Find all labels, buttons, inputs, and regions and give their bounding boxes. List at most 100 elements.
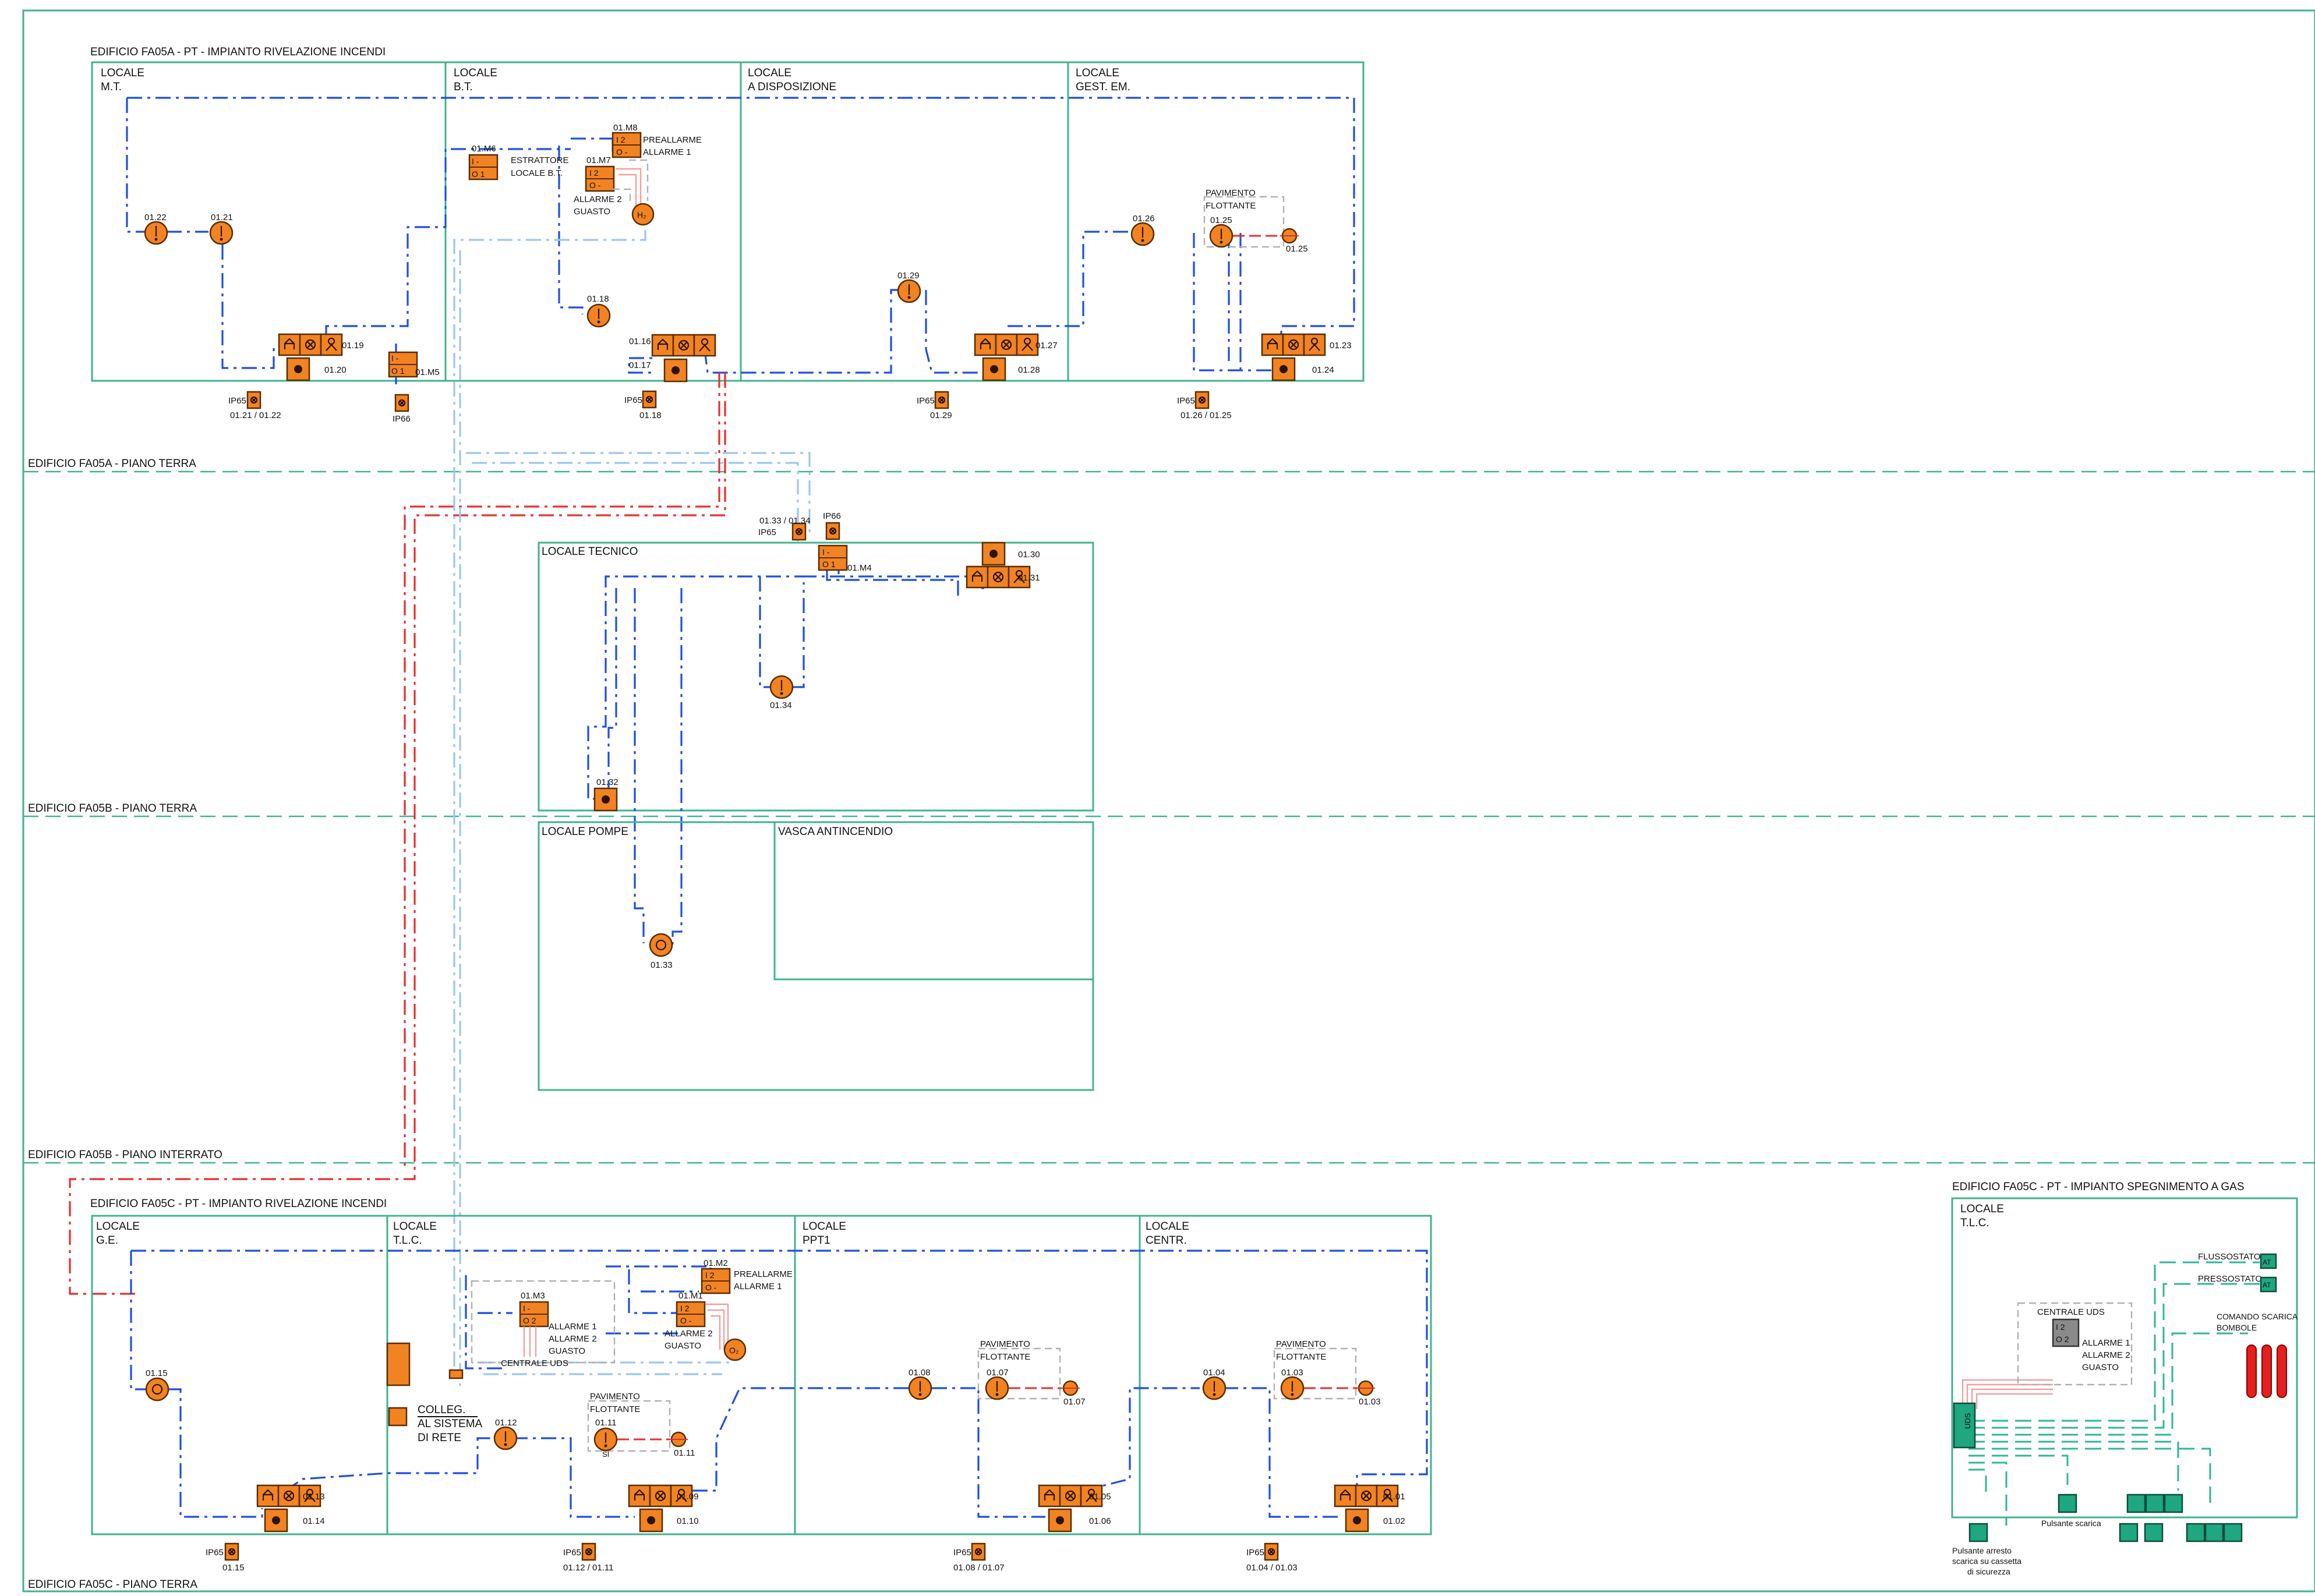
panel-link-icon bbox=[448, 1369, 464, 1379]
room-ge bbox=[91, 1215, 388, 1535]
code-0126: 01.26 bbox=[1133, 214, 1155, 224]
ip65-box-0126 bbox=[1194, 391, 1210, 409]
room-label-gestem-2: GEST. EM. bbox=[1076, 81, 1130, 93]
at-label-flusso: AT bbox=[2263, 1258, 2271, 1266]
floating-floor-box-0111 bbox=[587, 1400, 671, 1452]
si-label-0111: SI bbox=[602, 1450, 609, 1459]
module-m7-t1: I 2 bbox=[589, 168, 599, 178]
code-0134: 01.34 bbox=[770, 700, 792, 710]
siren-icon-0109 bbox=[628, 1484, 651, 1507]
code-ip-0118: 01.18 bbox=[639, 410, 662, 420]
note-pav-0111-2: FLOTTANTE bbox=[590, 1404, 640, 1414]
code-ip-0121: 01.21 / 01.22 bbox=[230, 410, 281, 420]
manual-call-point-icon-0117 bbox=[663, 358, 688, 383]
floor-label-fa05a: EDIFICIO FA05A - PIANO TERRA bbox=[28, 458, 196, 470]
module-m2-t2: O - bbox=[705, 1283, 717, 1292]
ip65-box-0118 bbox=[642, 390, 657, 409]
network-gateway-icon bbox=[388, 1407, 408, 1427]
note-pav-0111-1: PAVIMENTO bbox=[590, 1392, 640, 1402]
code-0106: 01.06 bbox=[1089, 1516, 1111, 1526]
room-label-ppt1-2: PPT1 bbox=[803, 1234, 830, 1247]
uds-panel-label: UDS bbox=[1963, 1413, 1972, 1429]
code-0128: 01.28 bbox=[1018, 365, 1040, 375]
note-flussostato: FLUSSOSTATO bbox=[2198, 1252, 2261, 1262]
manual-call-point-icon-0102 bbox=[1345, 1508, 1369, 1533]
note-arresto-1: Pulsante arresto bbox=[1952, 1546, 2012, 1555]
gas-cylinder-icon-1 bbox=[2246, 1344, 2257, 1398]
note-all2-m1-2: GUASTO bbox=[665, 1341, 701, 1351]
code-0110: 01.10 bbox=[677, 1516, 699, 1526]
note-all3-m3-1: ALLARME 1 bbox=[549, 1322, 597, 1332]
ip65-label-0121: IP65 bbox=[228, 396, 246, 406]
code-m1: 01.M1 bbox=[678, 1291, 703, 1301]
smoke-detector-icon-0134 bbox=[769, 675, 794, 699]
ip65-box-0112 bbox=[581, 1542, 596, 1561]
at-label-press: AT bbox=[2263, 1281, 2271, 1289]
gas-horn-icon bbox=[2164, 1494, 2183, 1513]
module-m8-t1: I 2 bbox=[616, 135, 625, 144]
ip65-box-0133 bbox=[791, 522, 807, 541]
code-0119: 01.19 bbox=[342, 341, 364, 351]
smoke-detector-icon-0107 bbox=[985, 1376, 1009, 1400]
module-m5-t2: O 1 bbox=[391, 366, 405, 376]
smoke-detector-icon-0129 bbox=[897, 279, 921, 303]
manual-call-point-icon-0110 bbox=[639, 1508, 663, 1533]
note-all2-m1-1: ALLARME 2 bbox=[665, 1329, 713, 1339]
module-m5-t1: I - bbox=[391, 353, 399, 363]
manual-call-point-icon-0128 bbox=[982, 357, 1006, 381]
module-m3-t2: O 2 bbox=[523, 1316, 536, 1325]
module-m1-t1: I 2 bbox=[680, 1304, 690, 1313]
room-gas-tlc bbox=[1951, 1197, 2298, 1519]
siren-icon-0101 bbox=[1334, 1484, 1357, 1507]
remote-indicator-icon-0107 bbox=[1060, 1380, 1081, 1396]
note-all2-m7-1: ALLARME 2 bbox=[574, 194, 622, 204]
code-0116: 01.16 bbox=[629, 337, 651, 346]
smoke-detector-icon-0108 bbox=[908, 1376, 932, 1400]
section-title-fa05c: EDIFICIO FA05C - PT - IMPIANTO RIVELAZIO… bbox=[90, 1198, 387, 1210]
beacon-icon-0113 bbox=[277, 1484, 301, 1507]
sounder-icon-0119 bbox=[320, 333, 343, 356]
pink-wire-m7 bbox=[616, 168, 642, 214]
ip65-box-0121 bbox=[246, 391, 261, 409]
beacon-icon-0109 bbox=[649, 1484, 672, 1507]
sounder-icon-0116 bbox=[693, 334, 716, 357]
room-vasca-antincendio bbox=[773, 821, 1094, 981]
section-title-gas: EDIFICIO FA05C - PT - IMPIANTO SPEGNIMEN… bbox=[1952, 1181, 2245, 1193]
code-0132: 01.32 bbox=[596, 777, 618, 787]
code-m2: 01.M2 bbox=[704, 1258, 728, 1268]
floating-floor-box-0125 bbox=[1203, 196, 1285, 248]
loop-lightblue-riser bbox=[453, 230, 811, 1386]
room-a-disposizione bbox=[740, 61, 1069, 382]
note-prea-m2-2: ALLARME 1 bbox=[734, 1282, 782, 1291]
gas-sensor-icon-o2 bbox=[723, 1338, 747, 1361]
note-colleg-3: DI RETE bbox=[418, 1432, 461, 1444]
code-0107: 01.07 bbox=[987, 1368, 1009, 1378]
note-all3-gas-1: ALLARME 1 bbox=[2082, 1338, 2130, 1348]
ip66-label-m4: IP66 bbox=[823, 511, 841, 521]
code-0133-0134: 01.33 / 01.34 bbox=[759, 516, 811, 526]
gas-sounder-icon-3 bbox=[2223, 1523, 2243, 1542]
note-arresto-2: scarica su cassetta bbox=[1952, 1556, 2021, 1566]
room-label-ge-2: G.E. bbox=[96, 1234, 118, 1247]
module-m6-t2: O 1 bbox=[472, 169, 485, 179]
manual-call-point-icon-0124 bbox=[1271, 357, 1296, 381]
note-centrale-uds-tlc: CENTRALE UDS bbox=[501, 1358, 568, 1368]
siren-icon-0127 bbox=[974, 333, 997, 356]
gas-cylinder-icon-3 bbox=[2277, 1344, 2287, 1398]
note-all3-m3-3: GUASTO bbox=[549, 1346, 585, 1356]
code-ip-0108: 01.08 / 01.07 bbox=[953, 1563, 1005, 1573]
room-gest-em bbox=[1067, 61, 1365, 382]
note-arresto-3: di sicurezza bbox=[1967, 1567, 2010, 1576]
loop-red-riser bbox=[69, 373, 726, 1295]
code-0117: 01.17 bbox=[629, 360, 651, 370]
note-colleg-2: AL SISTEMA bbox=[418, 1418, 483, 1430]
code-0108: 01.08 bbox=[909, 1368, 931, 1378]
code-m4: 01.M4 bbox=[847, 563, 872, 573]
room-label-gas-tlc-1: LOCALE bbox=[1960, 1203, 2004, 1215]
beacon-icon-0123 bbox=[1282, 333, 1305, 356]
module-m4-t2: O 1 bbox=[822, 560, 836, 569]
manual-call-point-icon-0130 bbox=[981, 542, 1006, 566]
room-locale-pompe bbox=[538, 821, 1094, 1091]
gas-sounder-icon-2 bbox=[2204, 1523, 2224, 1542]
code-0125: 01.25 bbox=[1210, 215, 1232, 225]
